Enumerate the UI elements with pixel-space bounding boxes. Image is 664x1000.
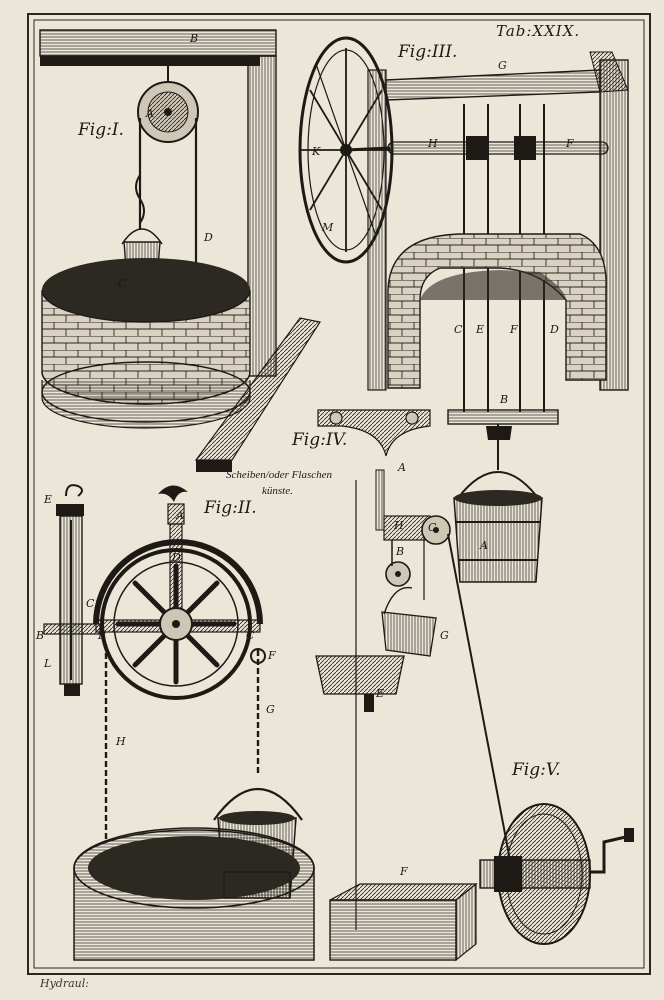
fig1-well-pulley (39, 29, 321, 472)
fig2-letter-a: A (176, 509, 184, 522)
caption-line-1: Scheiben/oder Flaschen (226, 469, 332, 481)
fig3-letter-g: G (498, 59, 507, 72)
fig4-letter-f: F (400, 865, 408, 878)
fig1-letter-d: D (204, 231, 213, 244)
fig3-letter-c: C (454, 323, 463, 336)
fig2-letter-c-wheel: C (246, 629, 255, 642)
fig4-letter-g: G (440, 629, 449, 642)
fig3-letter-k: K (312, 145, 321, 158)
fig4-letter-a-bucket: A (480, 539, 488, 552)
fig3-letter-h: H (428, 137, 438, 150)
fig4-letter-c: C (428, 521, 437, 534)
fig3-wheel-frame (298, 36, 629, 425)
fig2-letter-f: F (268, 649, 276, 662)
fig4-title: Fig:IV. (292, 430, 348, 450)
fig4-letter-e: E (376, 687, 385, 700)
fig2-letter-b-wheel: B (98, 629, 107, 642)
fig3-title: Fig:III. (398, 42, 458, 62)
fig4-pulley-assembly (315, 409, 543, 962)
fig2-letter-d: D (172, 551, 181, 564)
fig3-letter-m: M (322, 221, 334, 234)
fig4-letter-b: B (396, 545, 405, 558)
fig2-letter-l: L (44, 657, 52, 670)
caption-line-2: künste. (262, 485, 293, 497)
fig3-letter-f: F (510, 323, 518, 336)
fig1-letter-a: A (146, 107, 154, 120)
fig1-letter-b: B (190, 32, 199, 45)
plate-number: Tab:XXIX. (496, 22, 581, 40)
fig2-letter-e-hook: E (44, 493, 53, 506)
fig3-letter-d: D (550, 323, 559, 336)
fig3-letter-e: E (476, 323, 485, 336)
fig2-title: Fig:II. (204, 498, 257, 518)
fig4-letter-h: H (394, 519, 404, 532)
fig2-letter-g: G (266, 703, 275, 716)
fig2-letter-h: H (116, 735, 126, 748)
plate-inner-border (33, 19, 645, 969)
fig3-letter-f-axle: F (566, 137, 574, 150)
plate-footer-title: Hydraul: (40, 977, 89, 990)
plate-outer-border (27, 13, 651, 975)
fig2-pulley-wheel (43, 484, 315, 961)
fig2-letter-c-side: C (86, 597, 95, 610)
fig3-letter-b: B (500, 393, 509, 406)
fig2-letter-b-side: B (36, 629, 45, 642)
fig4-letter-a-top: A (398, 461, 406, 474)
fig1-title: Fig:I. (78, 120, 124, 140)
fig5-winch (479, 803, 634, 945)
fig1-letter-c: C (118, 277, 127, 290)
fig5-title: Fig:V. (512, 760, 561, 780)
